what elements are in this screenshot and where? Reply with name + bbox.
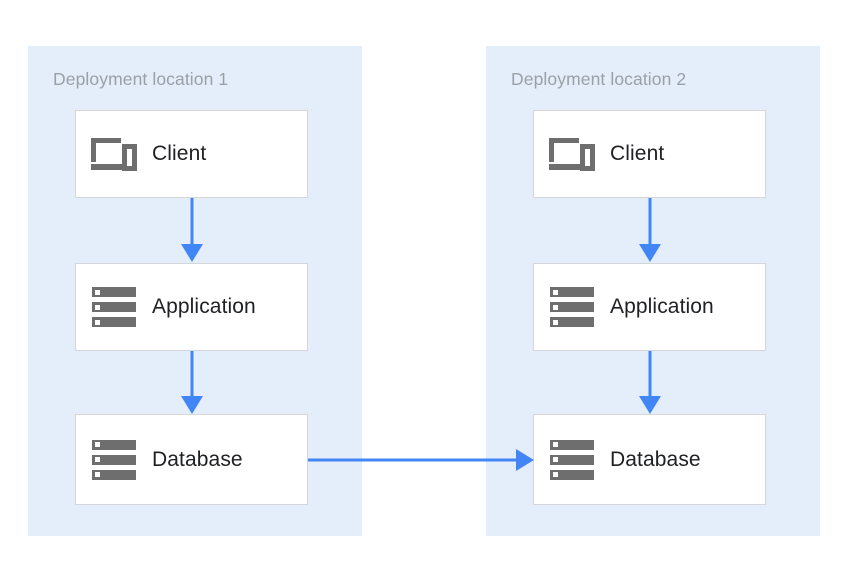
server-icon-bar bbox=[92, 469, 136, 480]
server-icon-bar bbox=[550, 439, 594, 450]
server-icon-wrap bbox=[534, 287, 610, 327]
server-icon bbox=[550, 287, 594, 327]
devices-icon-phone bbox=[122, 144, 137, 171]
node-database-2[interactable]: Database bbox=[533, 414, 766, 505]
node-database-1-label: Database bbox=[152, 447, 243, 471]
server-icon bbox=[550, 439, 594, 480]
node-client-1[interactable]: Client bbox=[75, 110, 308, 198]
arrow-application-1-to-database-1 bbox=[181, 351, 203, 414]
arrow-head bbox=[516, 449, 534, 471]
arrow-database-1-to-database-2 bbox=[308, 449, 534, 471]
devices-icon-monitor bbox=[91, 138, 121, 162]
arrow-head bbox=[181, 396, 203, 414]
devices-icon-wrap bbox=[534, 136, 610, 172]
node-database-1[interactable]: Database bbox=[75, 414, 308, 505]
server-icon-bar bbox=[550, 317, 594, 327]
devices-icon-wrap bbox=[76, 136, 152, 172]
node-application-1[interactable]: Application bbox=[75, 263, 308, 351]
arrow-head bbox=[639, 396, 661, 414]
arrow-shaft bbox=[190, 198, 194, 246]
arrow-shaft bbox=[648, 351, 652, 398]
arrow-shaft bbox=[190, 351, 194, 398]
arrow-client-1-to-application-1 bbox=[181, 198, 203, 262]
node-database-2-label: Database bbox=[610, 447, 701, 471]
server-icon-bar bbox=[550, 287, 594, 297]
server-icon-wrap bbox=[76, 287, 152, 327]
arrow-shaft bbox=[648, 198, 652, 246]
devices-icon-monitor bbox=[549, 138, 579, 162]
devices-icon bbox=[91, 136, 137, 172]
arrow-application-2-to-database-2 bbox=[639, 351, 661, 414]
server-icon-bar bbox=[92, 317, 136, 327]
server-icon-bar bbox=[92, 439, 136, 450]
arrow-client-2-to-application-2 bbox=[639, 198, 661, 262]
node-client-2-label: Client bbox=[610, 142, 665, 165]
devices-icon-base bbox=[549, 164, 581, 170]
arrow-shaft bbox=[308, 458, 518, 462]
server-icon-wrap bbox=[76, 439, 152, 480]
node-application-1-label: Application bbox=[152, 295, 256, 318]
deployment-zone-1-label: Deployment location 1 bbox=[53, 69, 229, 89]
server-icon-bar bbox=[92, 287, 136, 297]
deployment-zone-2-label: Deployment location 2 bbox=[511, 69, 687, 89]
server-icon-bar bbox=[92, 302, 136, 312]
arrow-head bbox=[181, 244, 203, 262]
node-application-2-label: Application bbox=[610, 295, 714, 318]
server-icon bbox=[92, 287, 136, 327]
server-icon-bar bbox=[92, 454, 136, 465]
server-icon bbox=[92, 439, 136, 480]
server-icon-bar bbox=[550, 469, 594, 480]
server-icon-bar bbox=[550, 454, 594, 465]
devices-icon-phone bbox=[580, 144, 595, 171]
node-client-2[interactable]: Client bbox=[533, 110, 766, 198]
server-icon-wrap bbox=[534, 439, 610, 480]
devices-icon-base bbox=[91, 164, 123, 170]
devices-icon bbox=[549, 136, 595, 172]
node-application-2[interactable]: Application bbox=[533, 263, 766, 351]
server-icon-bar bbox=[550, 302, 594, 312]
arrow-head bbox=[639, 244, 661, 262]
node-client-1-label: Client bbox=[152, 142, 207, 165]
